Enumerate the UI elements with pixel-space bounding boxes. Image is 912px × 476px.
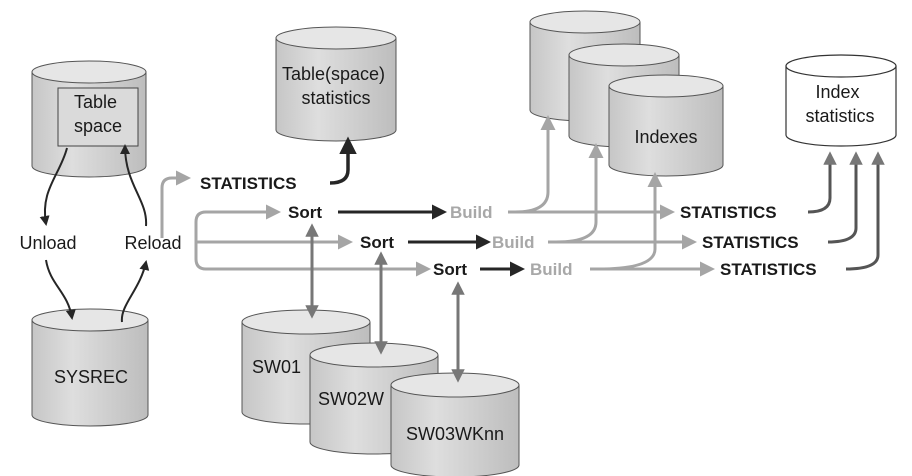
build1-label: Build xyxy=(450,203,493,222)
reload-arrow-bottom xyxy=(120,260,150,323)
table-space-cylinder xyxy=(31,60,147,178)
statistics2-to-index-stats-arrow xyxy=(827,151,863,244)
statistics1-to-index-stats-arrow xyxy=(807,151,837,214)
table-space-label: Table space xyxy=(74,92,122,136)
reload-to-statistics-arrow xyxy=(160,170,191,238)
sort1-label: Sort xyxy=(288,203,322,222)
reload-to-sort3-arrow xyxy=(194,242,431,277)
statistics-top-label: STATISTICS xyxy=(200,174,297,193)
unload-label: Unload xyxy=(19,233,76,253)
statistics3-label: STATISTICS xyxy=(720,260,817,279)
indexes-cylinder xyxy=(608,74,724,177)
build2-label: Build xyxy=(492,233,535,252)
reload-to-sort1-arrow xyxy=(194,204,281,242)
index-statistics-cylinder xyxy=(785,54,897,147)
sw03-label: SW03WKnn xyxy=(406,424,504,444)
sw03-cylinder xyxy=(390,372,520,476)
unload-arrow-bottom xyxy=(45,259,76,320)
statistics1-label: STATISTICS xyxy=(680,203,777,222)
indexes-label: Indexes xyxy=(634,127,697,147)
build2-to-index-arrow xyxy=(555,143,604,244)
build3-label: Build xyxy=(530,260,573,279)
reload-label: Reload xyxy=(124,233,181,253)
build3-to-index-arrow xyxy=(597,172,663,271)
sort3-label: Sort xyxy=(433,260,467,279)
statistics-to-tablespace-stats-arrow xyxy=(329,136,357,185)
build1-to-index-arrow xyxy=(514,115,556,214)
statistics2-label: STATISTICS xyxy=(702,233,799,252)
sysrec-cylinder xyxy=(31,308,149,427)
unload-arrow-top xyxy=(39,147,68,226)
statistics3-to-index-stats-arrow xyxy=(845,151,885,271)
sort2-label: Sort xyxy=(360,233,394,252)
tablespace-statistics-label: Table(space) statistics xyxy=(282,64,390,108)
tablespace-statistics-cylinder xyxy=(275,26,397,142)
index-statistics-label: Index statistics xyxy=(805,82,874,126)
reload-arrow-top xyxy=(120,144,148,227)
sysrec-label: SYSREC xyxy=(54,367,128,387)
sw02-label: SW02W xyxy=(318,389,384,409)
sw01-label: SW01 xyxy=(252,357,301,377)
